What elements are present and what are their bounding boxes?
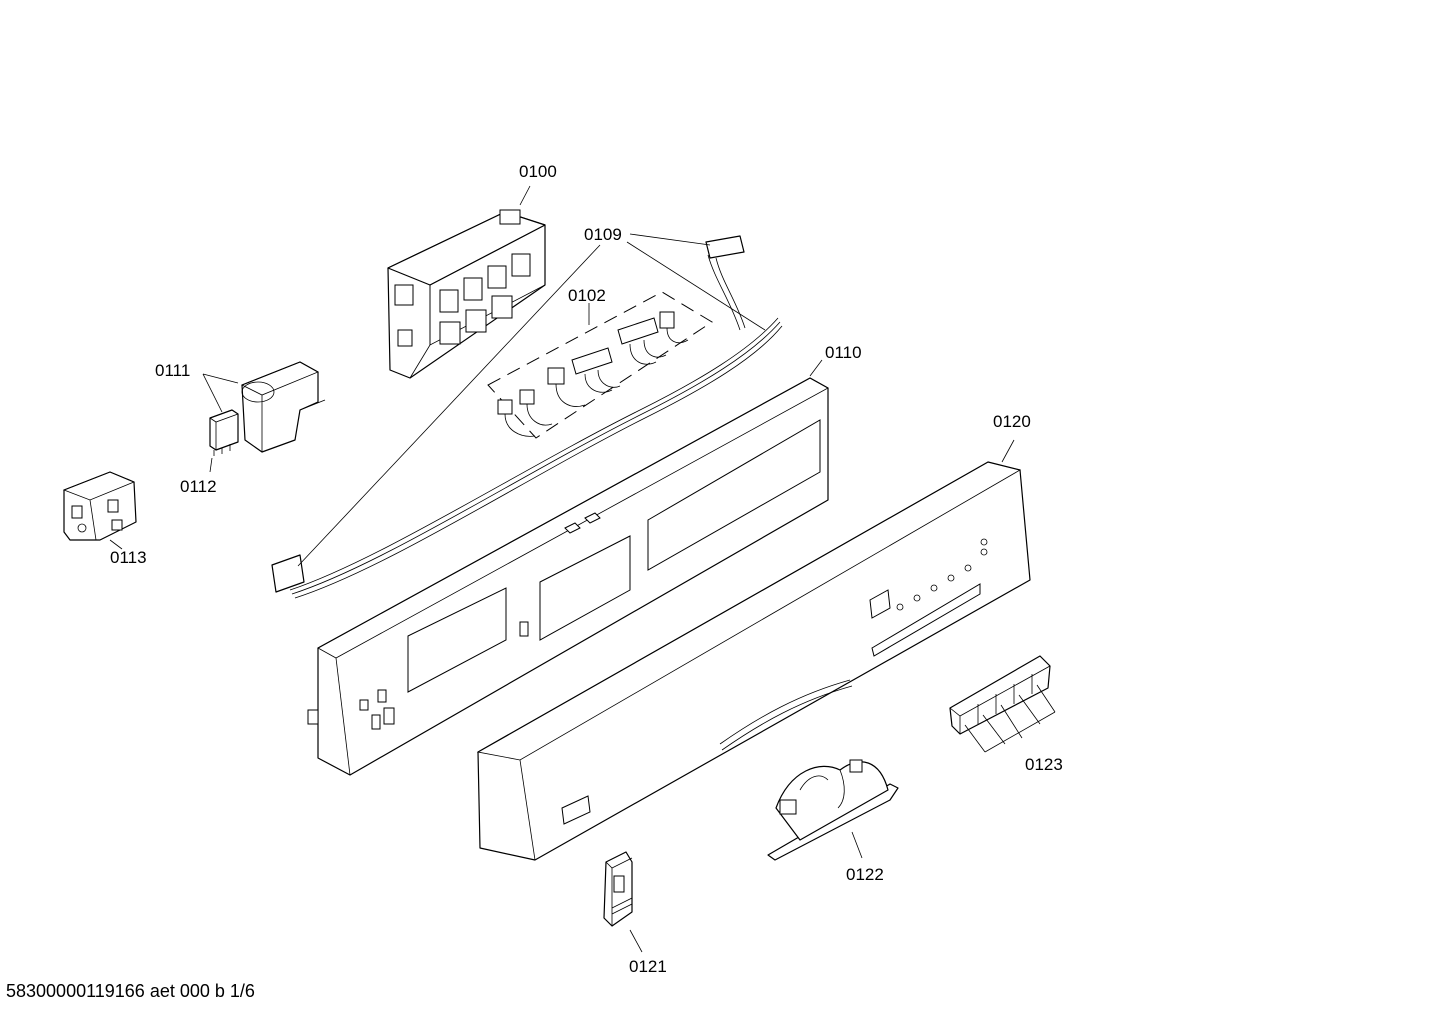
connector-2 bbox=[519, 389, 553, 426]
part-0111-switch bbox=[202, 361, 326, 453]
document-id-footer: 58300000119166 aet 000 b 1/6 bbox=[6, 981, 255, 1001]
label-0102: 0102 bbox=[568, 286, 606, 305]
label-0109: 0109 bbox=[584, 225, 622, 244]
part-0123-button-set bbox=[949, 655, 1056, 753]
connector-5 bbox=[617, 317, 667, 365]
label-0100: 0100 bbox=[519, 162, 557, 181]
label-0111: 0111 bbox=[155, 361, 190, 380]
part-0112-relay bbox=[209, 409, 239, 473]
part-0110-panel-frame bbox=[307, 359, 829, 776]
part-0100-control-module bbox=[387, 185, 546, 379]
label-0123: 0123 bbox=[1025, 755, 1063, 774]
part-0113-selector-switch bbox=[62, 471, 137, 550]
label-0120: 0120 bbox=[993, 412, 1031, 431]
part-0120-fascia-panel bbox=[476, 439, 1031, 861]
label-0110: 0110 bbox=[825, 343, 862, 362]
part-0102-connector-set bbox=[487, 291, 713, 439]
label-0121: 0121 bbox=[629, 957, 667, 976]
connector-3 bbox=[547, 367, 586, 407]
part-0122-door-handle bbox=[767, 759, 899, 861]
label-0113: 0113 bbox=[110, 548, 147, 567]
part-0109-wiring-harness bbox=[271, 233, 783, 599]
connector-6 bbox=[659, 311, 689, 344]
label-0122: 0122 bbox=[846, 865, 884, 884]
connector-4 bbox=[571, 347, 621, 393]
connector-1 bbox=[497, 399, 536, 437]
label-0112: 0112 bbox=[180, 477, 217, 496]
part-0121-latch bbox=[603, 851, 643, 953]
